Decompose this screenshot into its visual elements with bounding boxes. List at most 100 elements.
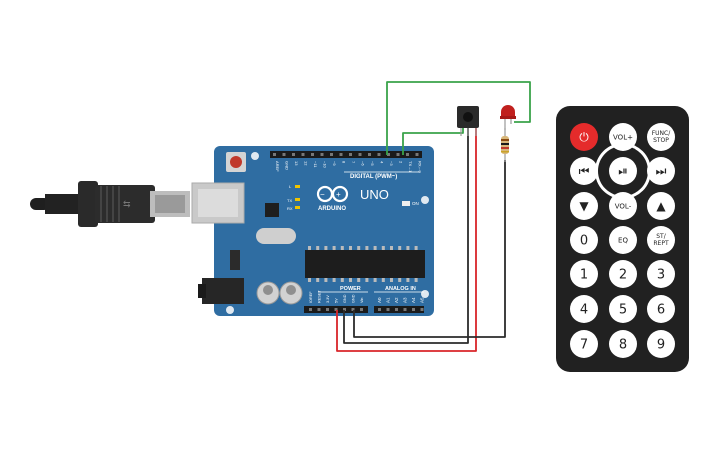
power-pin[interactable]	[360, 308, 363, 311]
black-wire-gnd-ir[interactable]	[343, 126, 469, 344]
svg-text:+: +	[336, 190, 341, 199]
digital-header[interactable]	[270, 151, 422, 158]
digital-pin[interactable]	[282, 153, 286, 156]
digital-pin-label: ~5	[370, 161, 375, 166]
power-pin-label: 3.3V	[326, 295, 330, 303]
analog-pin[interactable]	[403, 308, 407, 311]
digital-pin[interactable]	[415, 153, 419, 156]
next-track-icon: ⏭	[656, 164, 667, 178]
red-wire-5v[interactable]	[336, 126, 477, 352]
digital-pin[interactable]	[339, 153, 343, 156]
analog-in-label: ANALOG IN	[385, 286, 416, 292]
remote-button-label: REPT	[653, 240, 669, 247]
remote-button-prev[interactable]: ⏮	[570, 157, 598, 185]
power-pin-label: 5V	[335, 298, 339, 303]
svg-text:−: −	[320, 190, 325, 199]
power-icon: ⏻	[579, 130, 589, 144]
power-pin[interactable]	[309, 308, 312, 311]
remote-button-9[interactable]: 9	[647, 330, 675, 358]
digital-pin[interactable]	[358, 153, 362, 156]
remote-button-label: 9	[657, 338, 665, 353]
remote-button-7[interactable]: 7	[570, 330, 598, 358]
digital-pin-label: GND	[285, 161, 290, 170]
rx-led-label: RX	[287, 206, 293, 211]
digital-pin[interactable]	[396, 153, 400, 156]
remote-button-vol-down[interactable]: VOL-	[609, 192, 637, 220]
analog-pin[interactable]	[412, 308, 415, 311]
remote-button-down[interactable]: ▼	[570, 192, 598, 220]
remote-button-label: 4	[580, 303, 588, 318]
power-pin-label: GND	[343, 294, 347, 303]
ir-receiver[interactable]	[457, 106, 479, 136]
digital-pin-label: ~3	[389, 161, 394, 166]
remote-button-label: FUNC/	[652, 130, 672, 137]
remote-button-0[interactable]: 0	[570, 226, 598, 254]
digital-pin[interactable]	[406, 153, 409, 156]
remote-button-3[interactable]: 3	[647, 260, 675, 288]
remote-button-label: 6	[657, 303, 665, 318]
analog-pin[interactable]	[378, 308, 381, 311]
l-led-label: L	[289, 184, 292, 189]
resistor[interactable]	[501, 128, 509, 162]
remote-button-4[interactable]: 4	[570, 295, 598, 323]
digital-pin[interactable]	[349, 153, 352, 156]
digital-pin-label: 13	[294, 161, 299, 166]
digital-pin-label: 12	[304, 161, 309, 166]
analog-pin[interactable]	[395, 308, 398, 311]
remote-button-2[interactable]: 2	[609, 260, 637, 288]
digital-pin-label: RX←0	[418, 161, 423, 174]
power-pin[interactable]	[317, 308, 321, 311]
power-pin[interactable]	[351, 308, 355, 311]
digital-pin[interactable]	[377, 153, 381, 156]
power-pin-label: IOREF	[309, 291, 313, 303]
remote-button-vol-up[interactable]: VOL+	[609, 123, 637, 151]
green-wire-pin4-ir-signal[interactable]	[402, 126, 464, 155]
digital-pin[interactable]	[330, 153, 333, 156]
remote-button-label: 3	[657, 268, 665, 283]
power-pin[interactable]	[334, 308, 338, 311]
remote-button-func-stop[interactable]: FUNC/STOP	[647, 123, 675, 151]
analog-header[interactable]	[374, 306, 424, 313]
digital-pin-label: ~11	[313, 161, 318, 168]
down-arrow-icon: ▼	[579, 199, 589, 213]
remote-button-label: 7	[580, 338, 588, 353]
black-wire-gnd-led[interactable]	[353, 160, 506, 338]
digital-pin-label: ~6	[361, 161, 366, 166]
red-led[interactable]	[500, 105, 516, 130]
power-pin-label: GND	[352, 294, 356, 303]
remote-button-eq[interactable]: EQ	[609, 226, 637, 254]
remote-button-next[interactable]: ⏭	[647, 157, 675, 185]
digital-pin[interactable]	[273, 153, 276, 156]
digital-pin[interactable]	[368, 153, 371, 156]
digital-pin[interactable]	[301, 153, 305, 156]
analog-pin[interactable]	[386, 308, 390, 311]
remote-button-6[interactable]: 6	[647, 295, 675, 323]
analog-pin-label: A5	[420, 297, 425, 303]
remote-button-up[interactable]: ▲	[647, 192, 675, 220]
power-pin[interactable]	[343, 308, 346, 311]
remote-button-1[interactable]: 1	[570, 260, 598, 288]
remote-button-8[interactable]: 8	[609, 330, 637, 358]
green-wire-pin7-led[interactable]	[386, 81, 531, 155]
digital-pin[interactable]	[292, 153, 295, 156]
analog-pin-label: A0	[377, 297, 382, 303]
remote-button-play-pause[interactable]: ⏯	[609, 157, 637, 185]
digital-pin[interactable]	[311, 153, 314, 156]
uno-model-text: UNO	[360, 187, 389, 202]
digital-pin[interactable]	[320, 153, 324, 156]
previous-track-icon: ⏮	[579, 164, 590, 178]
usb-symbol-icon: ⇆	[123, 199, 131, 209]
remote-button-st-rept[interactable]: ST/REPT	[647, 226, 675, 254]
remote-button-5[interactable]: 5	[609, 295, 637, 323]
atmega-chip	[305, 250, 425, 278]
reset-button[interactable]	[230, 156, 242, 168]
power-pin[interactable]	[326, 308, 329, 311]
analog-pin[interactable]	[420, 308, 424, 311]
power-pin-label: Vin	[360, 298, 364, 303]
remote-button-power[interactable]: ⏻	[570, 123, 598, 151]
play-pause-icon: ⏯	[618, 164, 628, 178]
analog-pin-label: A2	[394, 297, 399, 303]
digital-pin[interactable]	[387, 153, 390, 156]
